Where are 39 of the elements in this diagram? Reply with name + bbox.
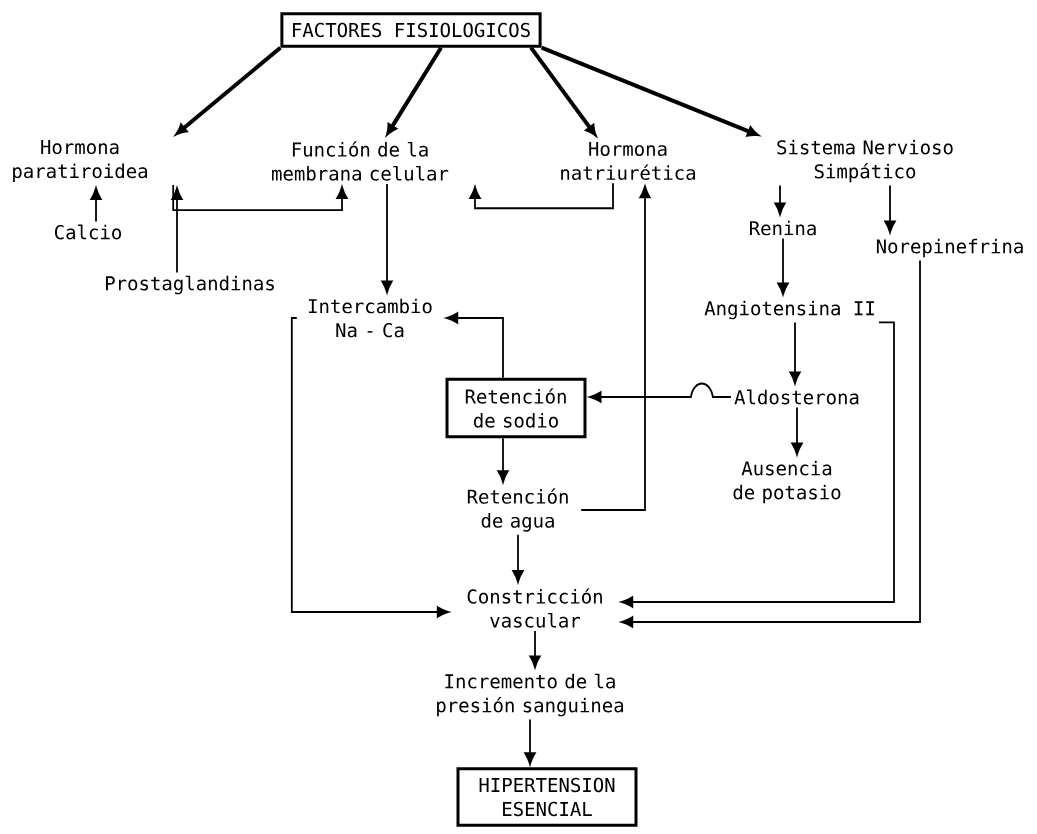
node-label: Ausencia de potasio (733, 460, 841, 504)
node-label: Norepinefrina (876, 238, 1023, 258)
arrow (469, 182, 614, 210)
arrow (512, 533, 524, 583)
arrow (445, 312, 504, 379)
arrow (774, 184, 786, 216)
node-label: Renina (750, 220, 816, 236)
result-box: Retención de sodio (445, 377, 587, 439)
title-box: FACTORES FISIOLOGICOS (280, 12, 542, 48)
arrow (791, 406, 803, 456)
node-label: Función de la membrana celular (272, 141, 449, 181)
arrow (884, 184, 896, 234)
node-label: Angiotensina II (704, 300, 874, 320)
node-label: Incremento de la presión sanguinea (437, 673, 624, 717)
node-label: Prostaglandinas (106, 275, 274, 295)
node-label: Calcio (54, 224, 122, 240)
arrow (524, 718, 536, 765)
arrow (777, 237, 789, 296)
arrow (588, 382, 732, 403)
node-label: Hormona natriurética (561, 141, 695, 181)
node-label: Aldosterona (734, 389, 859, 405)
arrow (580, 185, 651, 511)
arrow (175, 46, 282, 135)
node-label: Constricción vascular (467, 588, 602, 628)
arrow (620, 259, 921, 628)
arrow (497, 437, 509, 483)
arrow (789, 321, 801, 385)
arrow (381, 183, 393, 294)
node-label: Hormona paratiroidea (13, 140, 147, 182)
arrow (529, 630, 541, 669)
arrow (90, 187, 102, 223)
node-label: Intercambio Na - Ca (308, 298, 432, 338)
node-label: Retención de agua (467, 488, 568, 532)
node-label: Sistema Nervioso Simpático (777, 139, 953, 183)
arrow (171, 187, 183, 274)
result-box: HIPERTENSION ESENCIAL (456, 767, 638, 827)
arrow (620, 321, 895, 608)
arrow (172, 184, 348, 211)
arrow (290, 317, 450, 618)
